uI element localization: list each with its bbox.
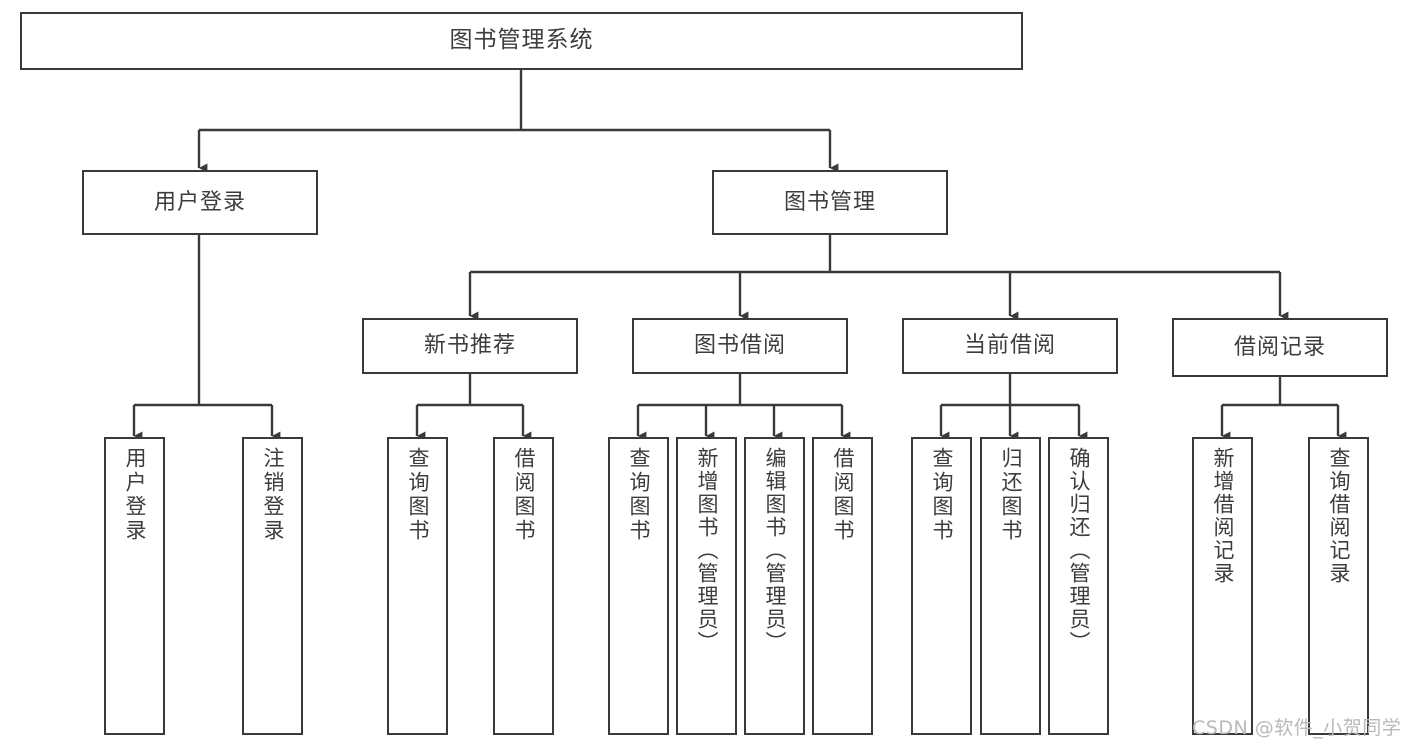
node-label: 查询借阅记录 [1327,447,1351,585]
node-label: 用户登录 [153,189,246,215]
node-label: 查询图书 [406,447,430,543]
node-leaf-user-login[interactable]: 用户登录 [104,437,165,735]
node-label: 注销登录 [261,447,285,543]
node-label: 图书管理 [783,189,876,215]
node-leaf-query-borrow-record[interactable]: 查询借阅记录 [1308,437,1369,735]
edges-user-login-to-leaves [132,235,281,441]
node-label: 归还图书 [999,447,1023,543]
node-label: 新增图书（管理员） [695,447,719,654]
edges-current-borrow-to-leaves [939,374,1088,441]
node-label: 查询图书 [627,447,651,543]
node-leaf-query-book-current[interactable]: 查询图书 [911,437,972,735]
edges-borrow-record-to-leaves [1220,377,1347,441]
node-new-book-recommend[interactable]: 新书推荐 [362,318,578,374]
node-label: 新增借阅记录 [1211,447,1235,585]
node-leaf-logout[interactable]: 注销登录 [242,437,303,735]
node-label: 借阅图书 [831,447,855,543]
node-label: 当前借阅 [963,333,1056,359]
node-leaf-query-book-recommend[interactable]: 查询图书 [387,437,448,735]
node-leaf-query-book-borrow[interactable]: 查询图书 [608,437,669,735]
node-label: 借阅记录 [1233,334,1326,360]
node-label: 查询图书 [930,447,954,543]
node-label: 编辑图书（管理员） [763,447,787,654]
node-leaf-return-book[interactable]: 归还图书 [980,437,1041,735]
node-label: 图书管理系统 [449,27,594,54]
node-leaf-add-borrow-record[interactable]: 新增借阅记录 [1192,437,1253,735]
node-leaf-confirm-return-admin[interactable]: 确认归还（管理员） [1048,437,1109,735]
node-label: 新书推荐 [423,333,516,359]
node-user-login[interactable]: 用户登录 [82,170,318,235]
edges-book-borrow-to-leaves [636,374,851,441]
node-borrow-record[interactable]: 借阅记录 [1172,318,1388,377]
node-label: 确认归还（管理员） [1067,447,1091,654]
node-book-management[interactable]: 图书管理 [712,170,948,235]
watermark-csdn: CSDN @软件_小贺同学 [1192,717,1402,739]
node-root-book-management-system[interactable]: 图书管理系统 [20,12,1023,70]
node-label: 用户登录 [123,447,147,543]
node-current-borrow[interactable]: 当前借阅 [902,318,1118,374]
node-label: 借阅图书 [512,447,536,543]
node-leaf-borrow-book[interactable]: 借阅图书 [812,437,873,735]
edges-new-book-to-leaves [415,374,532,441]
edges-book-management-to-level2 [468,235,1289,321]
node-leaf-edit-book-admin[interactable]: 编辑图书（管理员） [744,437,805,735]
edges-root-to-level1 [197,70,839,173]
node-leaf-borrow-book-recommend[interactable]: 借阅图书 [493,437,554,735]
node-label: 图书借阅 [693,333,786,359]
node-leaf-add-book-admin[interactable]: 新增图书（管理员） [676,437,737,735]
node-book-borrow[interactable]: 图书借阅 [632,318,848,374]
